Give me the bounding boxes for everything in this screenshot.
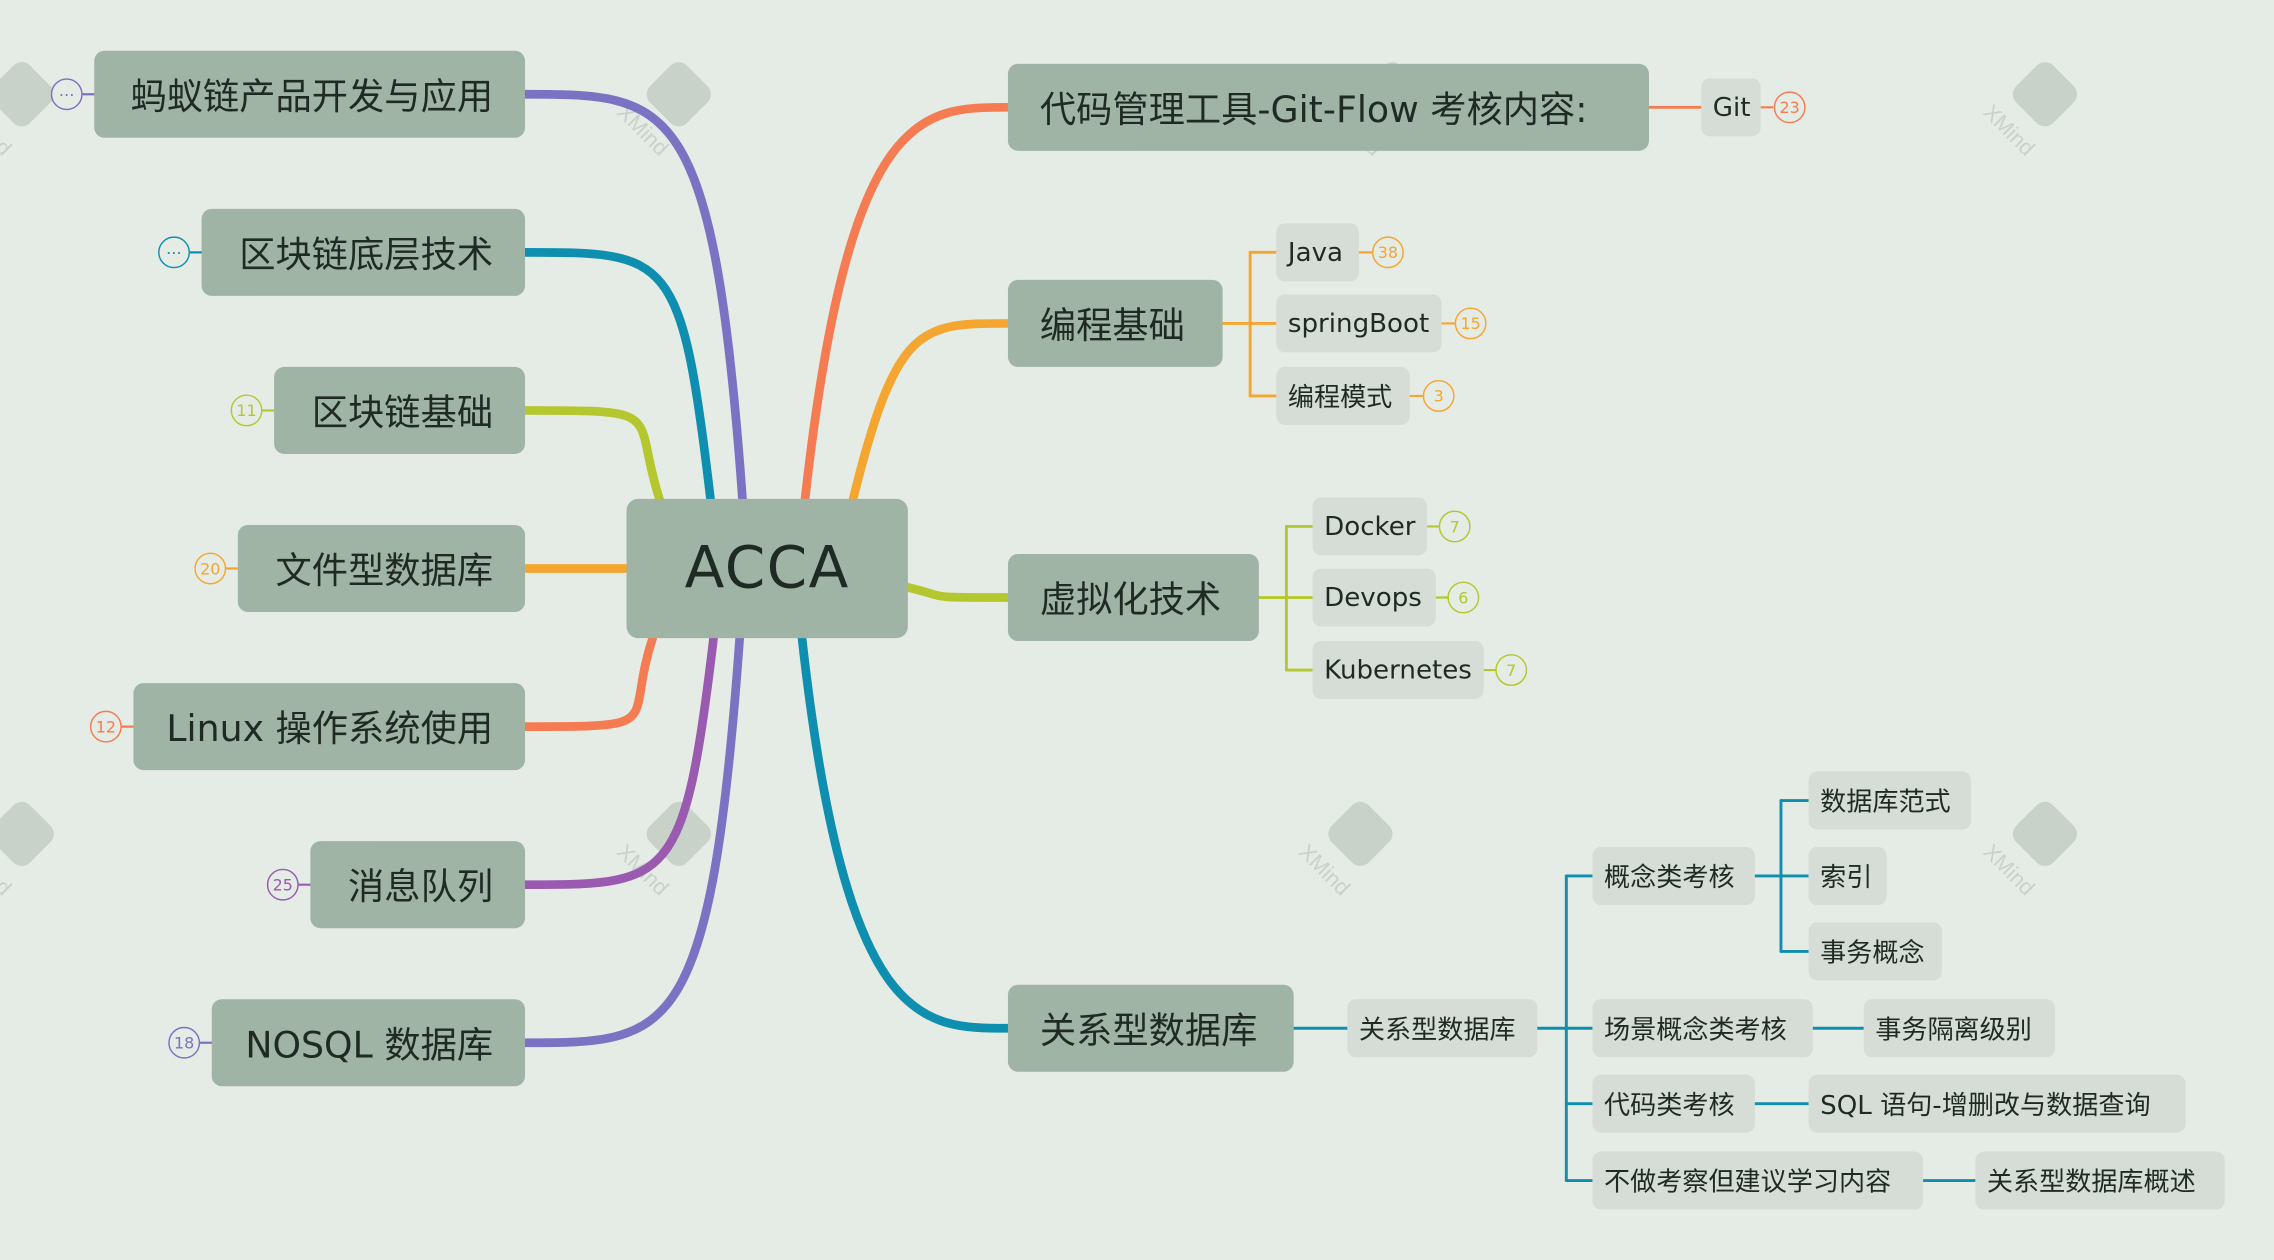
- xmind-watermark-icon: XMind: [1979, 62, 2078, 161]
- left-branch-link: [520, 89, 747, 505]
- subtopic-relational-db-label: 关系型数据库: [1358, 1015, 1516, 1046]
- right-topic-label: 虚拟化技术: [1039, 578, 1222, 621]
- right-branch-link: [800, 102, 1013, 505]
- left-topic-label: NOSQL 数据库: [245, 1023, 494, 1066]
- leaf-topic[interactable]: 事务概念: [1808, 922, 1942, 981]
- subtopic[interactable]: springBoot: [1276, 294, 1442, 353]
- left-topic-label: 蚂蚁链产品开发与应用: [130, 75, 494, 118]
- right-topic-label: 代码管理工具-Git-Flow 考核内容:: [1039, 88, 1588, 131]
- collapse-count-badge[interactable]: 3: [1422, 379, 1455, 412]
- left-topic[interactable]: 文件型数据库: [237, 525, 526, 613]
- right-branch-link: [848, 319, 1013, 505]
- subtopic-label: Devops: [1324, 582, 1422, 613]
- collapse-count-badge[interactable]: 6: [1447, 581, 1480, 614]
- leaf-topic[interactable]: 索引: [1808, 846, 1887, 905]
- left-topic[interactable]: 区块链基础: [274, 366, 526, 454]
- subtopic-relational-db[interactable]: 关系型数据库: [1347, 999, 1538, 1058]
- subtopic-group-label: 概念类考核: [1604, 862, 1735, 894]
- collapse-count-badge[interactable]: 38: [1371, 236, 1404, 269]
- leaf-topic-label: SQL 语句-增删改与数据查询: [1820, 1090, 2151, 1122]
- collapse-count-badge[interactable]: 18: [168, 1026, 201, 1059]
- collapse-count-badge[interactable]: ⋯: [158, 236, 190, 269]
- left-topic[interactable]: NOSQL 数据库: [211, 999, 526, 1087]
- central-topic[interactable]: ACCA: [626, 498, 908, 639]
- left-topic[interactable]: 蚂蚁链产品开发与应用: [94, 50, 526, 138]
- collapse-count-badge[interactable]: 12: [89, 710, 122, 743]
- left-branch-link: [520, 633, 718, 890]
- right-topic[interactable]: 编程基础: [1007, 279, 1223, 367]
- collapse-count-badge[interactable]: 15: [1454, 307, 1487, 340]
- left-branch-link: [520, 633, 745, 1048]
- subtopic[interactable]: Kubernetes: [1312, 641, 1484, 700]
- right-topic[interactable]: 代码管理工具-Git-Flow 考核内容:: [1007, 63, 1649, 151]
- central-topic-label: ACCA: [684, 535, 850, 602]
- right-topic[interactable]: 虚拟化技术: [1007, 554, 1259, 642]
- leaf-topic[interactable]: 事务隔离级别: [1863, 999, 2056, 1058]
- left-branch-link: [520, 248, 715, 505]
- collapse-count-badge[interactable]: 23: [1773, 91, 1806, 124]
- xmind-watermark-icon: XMind: [0, 801, 54, 900]
- subtopic-label: 编程模式: [1287, 382, 1393, 414]
- leaf-topic[interactable]: 数据库范式: [1808, 771, 1971, 830]
- left-topic-label: 区块链底层技术: [239, 233, 494, 276]
- right-branch-link: [903, 583, 1013, 602]
- collapse-count-badge[interactable]: 25: [266, 868, 299, 901]
- subtopic-group-label: 代码类考核: [1604, 1090, 1735, 1122]
- subtopic-group-label: 场景概念类考核: [1604, 1015, 1787, 1046]
- subtopic-group-label: 不做考察但建议学习内容: [1604, 1167, 1892, 1198]
- left-branch-link: [520, 633, 657, 731]
- right-topic-label: 关系型数据库: [1039, 1009, 1258, 1052]
- subtopic[interactable]: Docker: [1312, 497, 1428, 556]
- left-topic-label: 消息队列: [348, 865, 494, 908]
- left-topic[interactable]: Linux 操作系统使用: [133, 683, 526, 771]
- leaf-topic-label: 关系型数据库概述: [1986, 1167, 2196, 1198]
- collapse-count-badge[interactable]: 11: [230, 394, 263, 427]
- subtopic-group[interactable]: 概念类考核: [1592, 846, 1755, 905]
- left-topic-label: Linux 操作系统使用: [166, 707, 494, 750]
- right-branch-link: [797, 633, 1013, 1033]
- subtopic-label: Java: [1287, 237, 1344, 268]
- subtopic-label: Docker: [1324, 511, 1416, 542]
- collapse-count-badge[interactable]: ⋯: [50, 78, 83, 111]
- subtopic-label: springBoot: [1287, 308, 1430, 339]
- subtopic-group[interactable]: 代码类考核: [1592, 1074, 1755, 1133]
- right-topic[interactable]: 关系型数据库: [1007, 984, 1294, 1072]
- left-topic[interactable]: 区块链底层技术: [201, 208, 526, 296]
- left-topic-label: 区块链基础: [311, 391, 494, 434]
- collapse-count-badge[interactable]: 7: [1495, 654, 1528, 686]
- leaf-topic[interactable]: SQL 语句-增删改与数据查询: [1808, 1074, 2186, 1133]
- leaf-topic-label: 事务概念: [1820, 938, 1925, 969]
- xmind-watermark-icon: XMind: [1294, 801, 1393, 900]
- subtopic[interactable]: 编程模式: [1276, 366, 1410, 425]
- leaf-topic-label: 数据库范式: [1820, 787, 1951, 818]
- collapse-count-badge[interactable]: 20: [194, 552, 227, 585]
- left-topic-label: 文件型数据库: [275, 549, 494, 592]
- leaf-topic-label: 索引: [1820, 862, 1873, 894]
- subtopic[interactable]: Devops: [1312, 568, 1436, 627]
- left-topic[interactable]: 消息队列: [310, 841, 526, 929]
- xmind-watermark-icon: XMind: [0, 62, 54, 161]
- subtopic[interactable]: Java: [1276, 223, 1359, 282]
- subtopic-git[interactable]: Git: [1701, 78, 1761, 137]
- subtopic-group[interactable]: 不做考察但建议学习内容: [1592, 1151, 1924, 1210]
- collapse-count-badge[interactable]: 7: [1438, 510, 1471, 543]
- leaf-topic-label: 事务隔离级别: [1875, 1015, 2032, 1046]
- right-topic-label: 编程基础: [1039, 304, 1185, 347]
- xmind-watermark-icon: XMind: [1979, 801, 2078, 900]
- left-branch-link: [520, 406, 665, 505]
- leaf-topic[interactable]: 关系型数据库概述: [1975, 1151, 2225, 1210]
- subtopic-git-label: Git: [1712, 92, 1751, 123]
- subtopic-label: Kubernetes: [1324, 654, 1472, 686]
- subtopic-group[interactable]: 场景概念类考核: [1592, 999, 1813, 1058]
